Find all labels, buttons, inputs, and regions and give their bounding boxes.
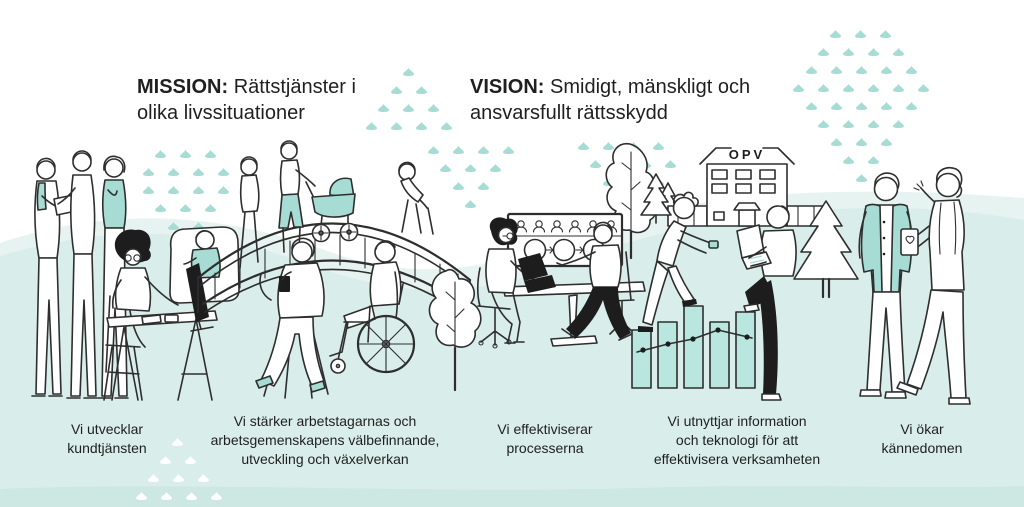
scene-technology: OPV <box>631 147 859 401</box>
caption-customer-service: Vi utvecklar kundtjänsten <box>37 420 177 458</box>
bridge-walker <box>239 156 260 269</box>
round-tree <box>428 268 482 392</box>
caption-awareness: Vi ökar kännedomen <box>862 420 982 458</box>
caption-line: processerna <box>506 440 584 456</box>
caption-line: arbetsgemenskapens välbefinnande, <box>210 432 440 448</box>
mission-heading: MISSION: Rättstjänster i olika livssitua… <box>137 74 372 126</box>
caption-line: effektivisera verksamheten <box>653 451 821 467</box>
vision-heading: VISION: Smidigt, mänskligt och ansvarsfu… <box>470 74 780 126</box>
big-pine-tree <box>793 200 859 280</box>
scene-processes <box>476 142 680 349</box>
wheelchair-user <box>329 240 416 374</box>
caption-line: kundtjänsten <box>67 440 147 456</box>
bar-climber <box>638 191 719 332</box>
caption-technology: Vi utnyttjar information och teknologi f… <box>637 412 837 469</box>
building-sign: OPV <box>729 147 765 162</box>
caption-line: Vi ökar <box>900 421 944 437</box>
laptop <box>518 253 556 293</box>
mission-label: MISSION: <box>137 76 229 98</box>
phone <box>164 314 179 323</box>
presenting-colleague <box>556 221 635 341</box>
phone-with-heart <box>900 228 919 256</box>
scene-customer-service <box>31 150 240 401</box>
caption-line: Vi utvecklar <box>70 421 144 437</box>
laptop-presenter <box>736 205 797 401</box>
coffee-woman <box>255 237 329 399</box>
armchair-caller <box>169 226 240 304</box>
caption-wellbeing: Vi stärker arbetstagarnas och arbetsgeme… <box>200 412 450 469</box>
caption-processes: Vi effektiviserar processerna <box>465 420 625 458</box>
caption-line: utveckling och växelverkan <box>241 451 409 467</box>
caption-line: kännedomen <box>881 440 963 456</box>
vision-label: VISION: <box>470 76 545 98</box>
heart-icon <box>905 235 915 245</box>
laptop-worker <box>476 217 536 349</box>
waving-person <box>896 166 971 405</box>
standing-group <box>31 150 129 399</box>
coffee-cup <box>279 276 290 292</box>
cane <box>427 207 434 235</box>
desk <box>106 310 218 328</box>
mission-text: Rättstjänster i olika livssituationer <box>137 76 356 124</box>
scene-awareness <box>858 166 971 405</box>
person-teal-shirt <box>858 172 913 399</box>
participant-avatars-icon <box>514 220 618 233</box>
pram-body <box>311 193 356 218</box>
caption-line: Vi stärker arbetstagarnas och <box>233 413 417 429</box>
pram-pusher <box>278 140 359 253</box>
building-door <box>738 209 756 227</box>
caption-line: och teknologi för att <box>675 432 799 448</box>
pram-hood <box>329 177 355 198</box>
building-windows <box>711 169 781 221</box>
scene-wellbeing <box>196 140 482 399</box>
vision-text: Smidigt, mänskligt och ansvarsfullt rätt… <box>470 76 751 124</box>
bar-chart-illustration <box>631 305 756 389</box>
caption-line: Vi effektiviserar <box>497 421 593 437</box>
caption-line: Vi utnyttjar information <box>667 413 807 429</box>
cane-walker <box>398 161 434 235</box>
